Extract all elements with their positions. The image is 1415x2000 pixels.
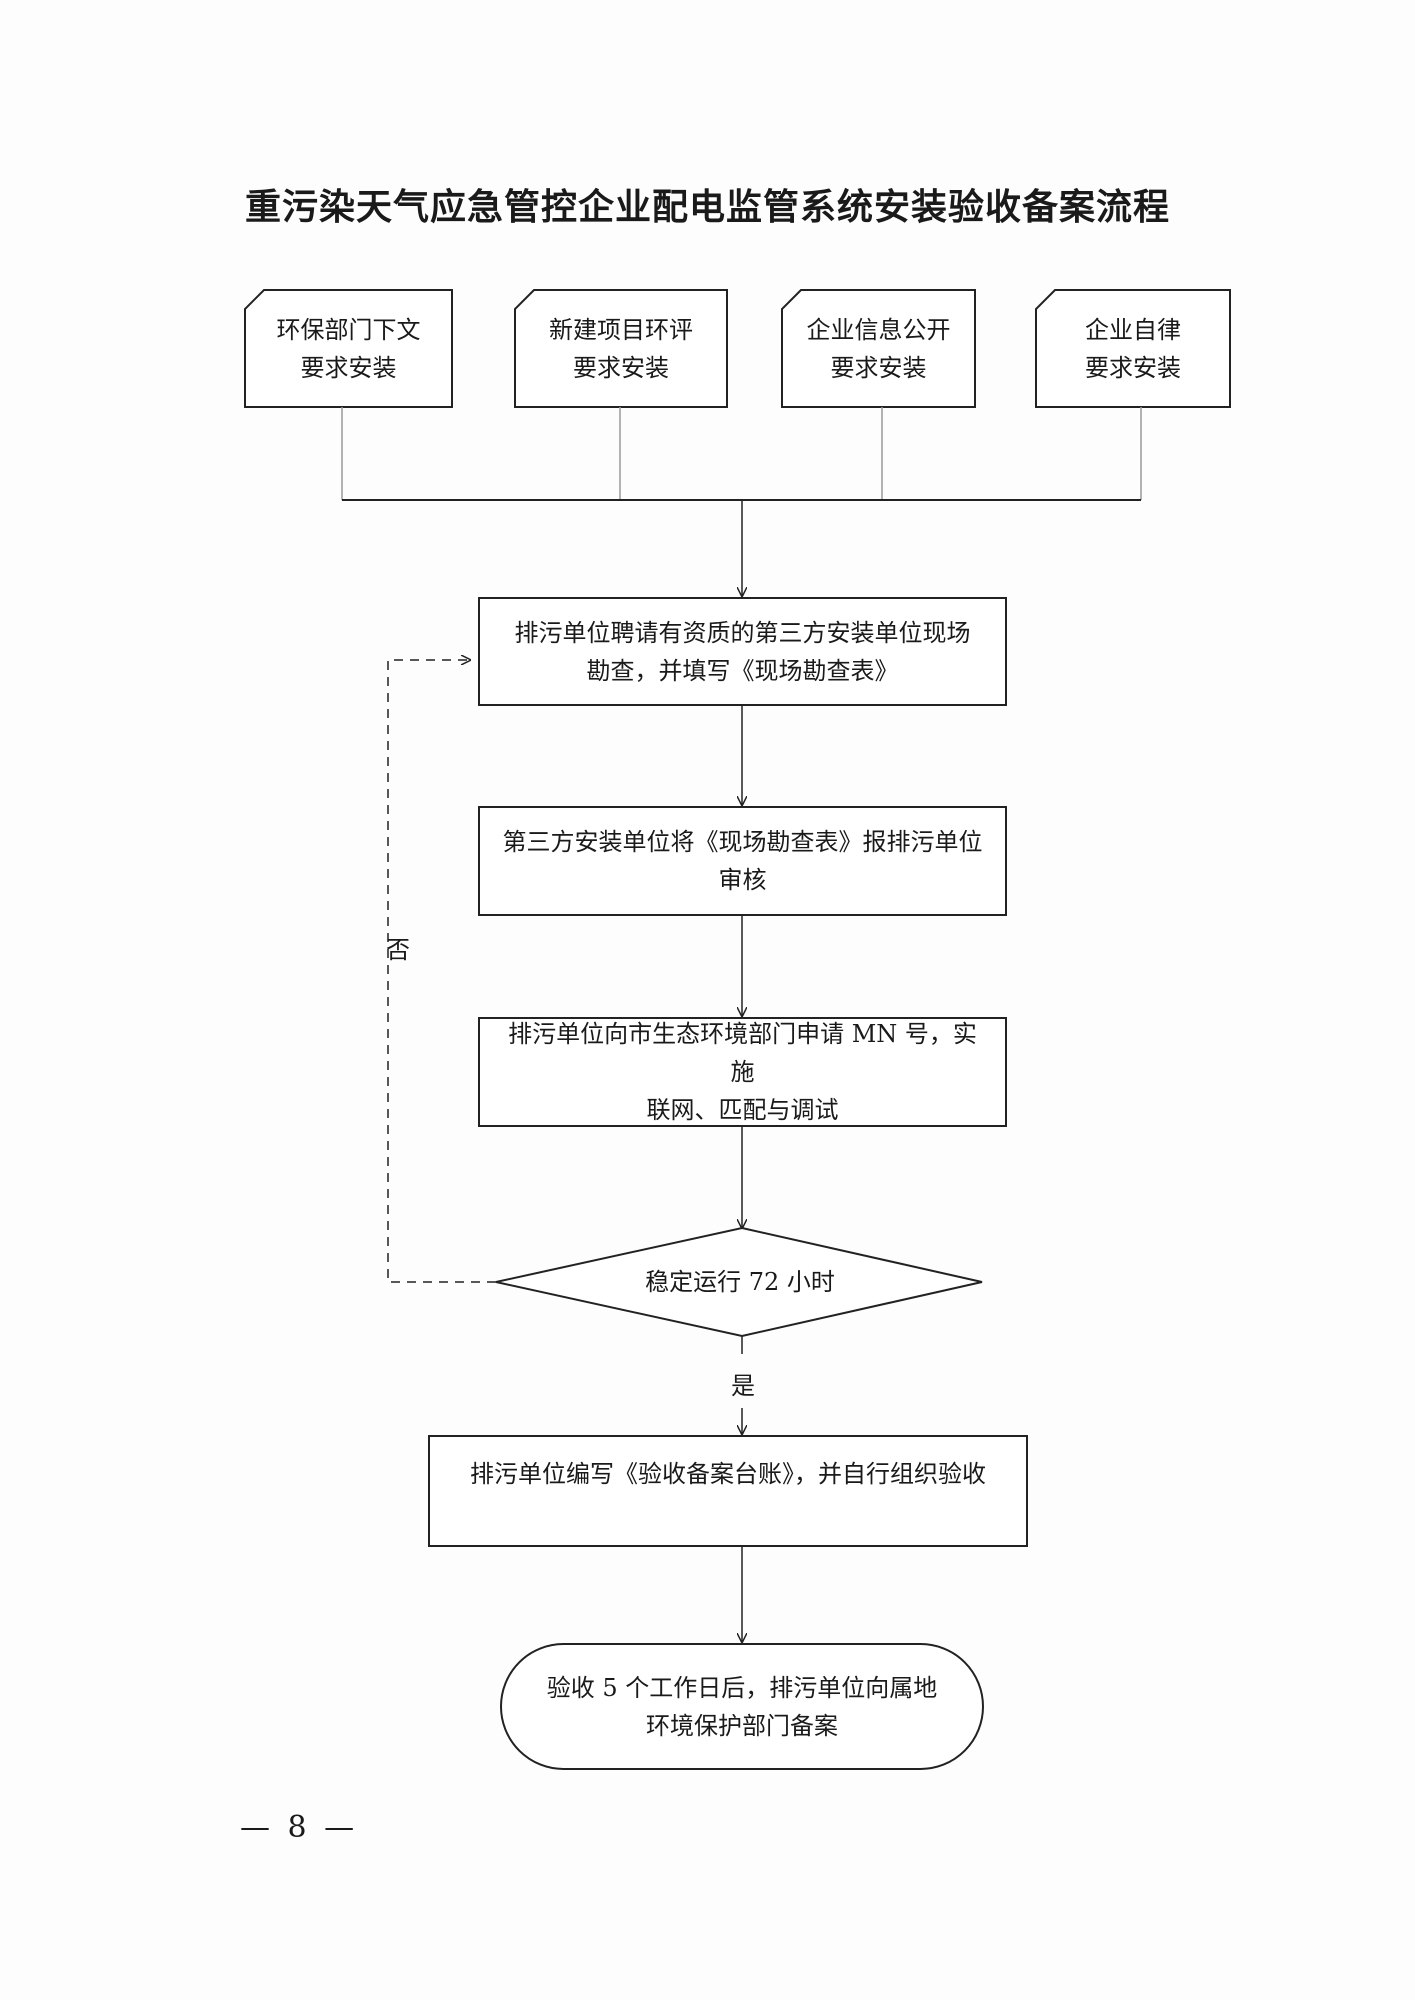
page-title: 重污染天气应急管控企业配电监管系统安装验收备案流程 — [244, 186, 1170, 228]
trigger-shape-2 — [514, 289, 728, 408]
trigger-info-disclosure: 企业信息公开要求安装 — [806, 315, 951, 382]
step-acceptance: 排污单位编写《验收备案台账》，并自行组织验收 — [428, 1435, 1028, 1547]
trigger-shape-4 — [1035, 289, 1231, 408]
trigger-shape-3 — [781, 289, 976, 408]
step-network-setup: 排污单位向市生态环境部门申请 MN 号，实施联网、匹配与调试 — [478, 1017, 1007, 1127]
step-site-survey: 排污单位聘请有资质的第三方安装单位现场勘查，并填写《现场勘查表》 — [478, 597, 1007, 706]
loopback-dashed-line — [387, 660, 496, 1283]
step-survey-review: 第三方安装单位将《现场勘查表》报排污单位审核 — [478, 806, 1007, 916]
trigger-self-discipline: 企业自律要求安装 — [1085, 315, 1181, 382]
trigger-new-project-eia: 新建项目环评要求安装 — [549, 315, 693, 382]
branch-label-no: 否 — [386, 936, 410, 964]
trigger-environmental-dept: 环保部门下文要求安装 — [276, 315, 421, 382]
page-number: — 8 — — [240, 1810, 359, 1845]
decision-label: 稳定运行 72 小时 — [645, 1268, 835, 1296]
trigger-shape-1 — [244, 289, 453, 408]
branch-label-yes: 是 — [731, 1372, 755, 1400]
step-filing-terminal: 验收 5 个工作日后，排污单位向属地环境保护部门备案 — [500, 1643, 984, 1770]
decision-diamond — [495, 1226, 983, 1338]
